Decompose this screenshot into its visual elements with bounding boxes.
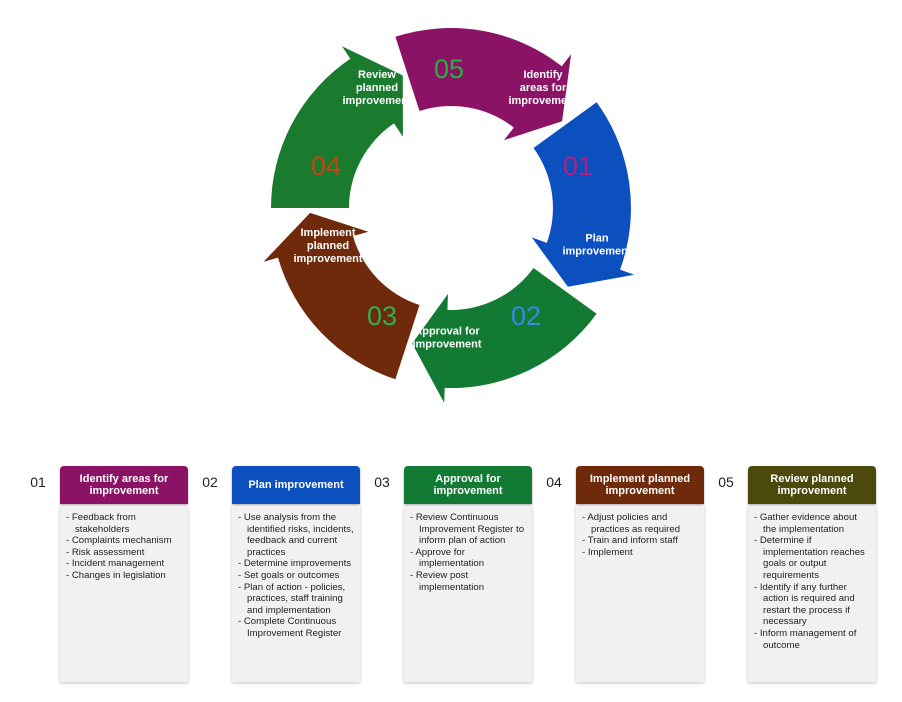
- stage-title: Approval for improvement: [404, 466, 532, 504]
- cycle-step-number: 03: [367, 301, 397, 331]
- stage-title: Implement planned improvement: [576, 466, 704, 504]
- stage-item: Use analysis from the identified risks, …: [238, 512, 356, 558]
- cycle-step-label: planned: [356, 82, 398, 94]
- cycle-arrow-segment: [271, 46, 403, 208]
- stage-title: Plan improvement: [232, 466, 360, 504]
- cycle-step-label: Implement: [300, 227, 355, 239]
- cycle-step-label: improvement: [293, 253, 362, 265]
- cycle-step-number: 01: [563, 151, 593, 181]
- cycle-step-label: improvement: [562, 246, 631, 258]
- stage-item: Approve for implementation: [410, 547, 528, 570]
- stage-item: Review post implementation: [410, 570, 528, 593]
- stage-title: Identify areas for improvement: [60, 466, 188, 504]
- cycle-step-label: Plan: [585, 233, 609, 245]
- stage-items: Adjust policies and practices as require…: [576, 506, 704, 682]
- stage-item: Identify if any further action is requir…: [754, 582, 872, 628]
- stage-number: 02: [202, 474, 218, 490]
- cycle-step-label: Approval for: [414, 326, 480, 338]
- stage-number: 05: [718, 474, 734, 490]
- cycle-step-label: planned: [307, 240, 349, 252]
- cycle-step-number: 02: [511, 301, 541, 331]
- stage-item: Set goals or outcomes: [238, 570, 356, 582]
- stage-item: Inform management of outcome: [754, 628, 872, 651]
- stage-item: Feedback from stakeholders: [66, 512, 184, 535]
- stage-number: 03: [374, 474, 390, 490]
- stage-item: Determine if implementation reaches goal…: [754, 535, 872, 581]
- stage-item: Gather evidence about the implementation: [754, 512, 872, 535]
- cycle-step-label: improvement: [412, 339, 481, 351]
- stage-item: Adjust policies and practices as require…: [582, 512, 700, 535]
- cycle-step-label: improvement: [342, 95, 411, 107]
- stage-items: Feedback from stakeholdersComplaints mec…: [60, 506, 188, 682]
- stage-item: Incident management: [66, 558, 184, 570]
- cycle-arrow-segment: [395, 28, 572, 141]
- stage-item: Determine improvements: [238, 558, 356, 570]
- stage-item: Changes in legislation: [66, 570, 184, 582]
- stage-item: Complaints mechanism: [66, 535, 184, 547]
- stage-item: Complete Continuous Improvement Register: [238, 616, 356, 639]
- stage-item: Risk assessment: [66, 547, 184, 559]
- stage-item: Train and inform staff: [582, 535, 700, 547]
- cycle-step-label: Identify: [523, 69, 563, 81]
- stage-number: 01: [30, 474, 46, 490]
- cycle-step-label: areas for: [520, 82, 567, 94]
- stage-number: 04: [546, 474, 562, 490]
- stage-item: Implement: [582, 547, 700, 559]
- cycle-step-label: Review: [358, 69, 396, 81]
- stage-items: Review Continuous Improvement Register t…: [404, 506, 532, 682]
- cycle-arrow-segment: [531, 102, 635, 287]
- cycle-step-label: improvement: [508, 95, 577, 107]
- stage-items: Gather evidence about the implementation…: [748, 506, 876, 682]
- cycle-arrow-segment: [412, 268, 597, 403]
- cycle-arrow-segment: [263, 212, 420, 380]
- stage-title: Review planned improvement: [748, 466, 876, 504]
- stage-item: Review Continuous Improvement Register t…: [410, 512, 528, 547]
- cycle-step-number: 04: [311, 151, 341, 181]
- stage-items: Use analysis from the identified risks, …: [232, 506, 360, 682]
- cycle-step-number: 05: [434, 54, 464, 84]
- stage-item: Plan of action - policies, practices, st…: [238, 582, 356, 617]
